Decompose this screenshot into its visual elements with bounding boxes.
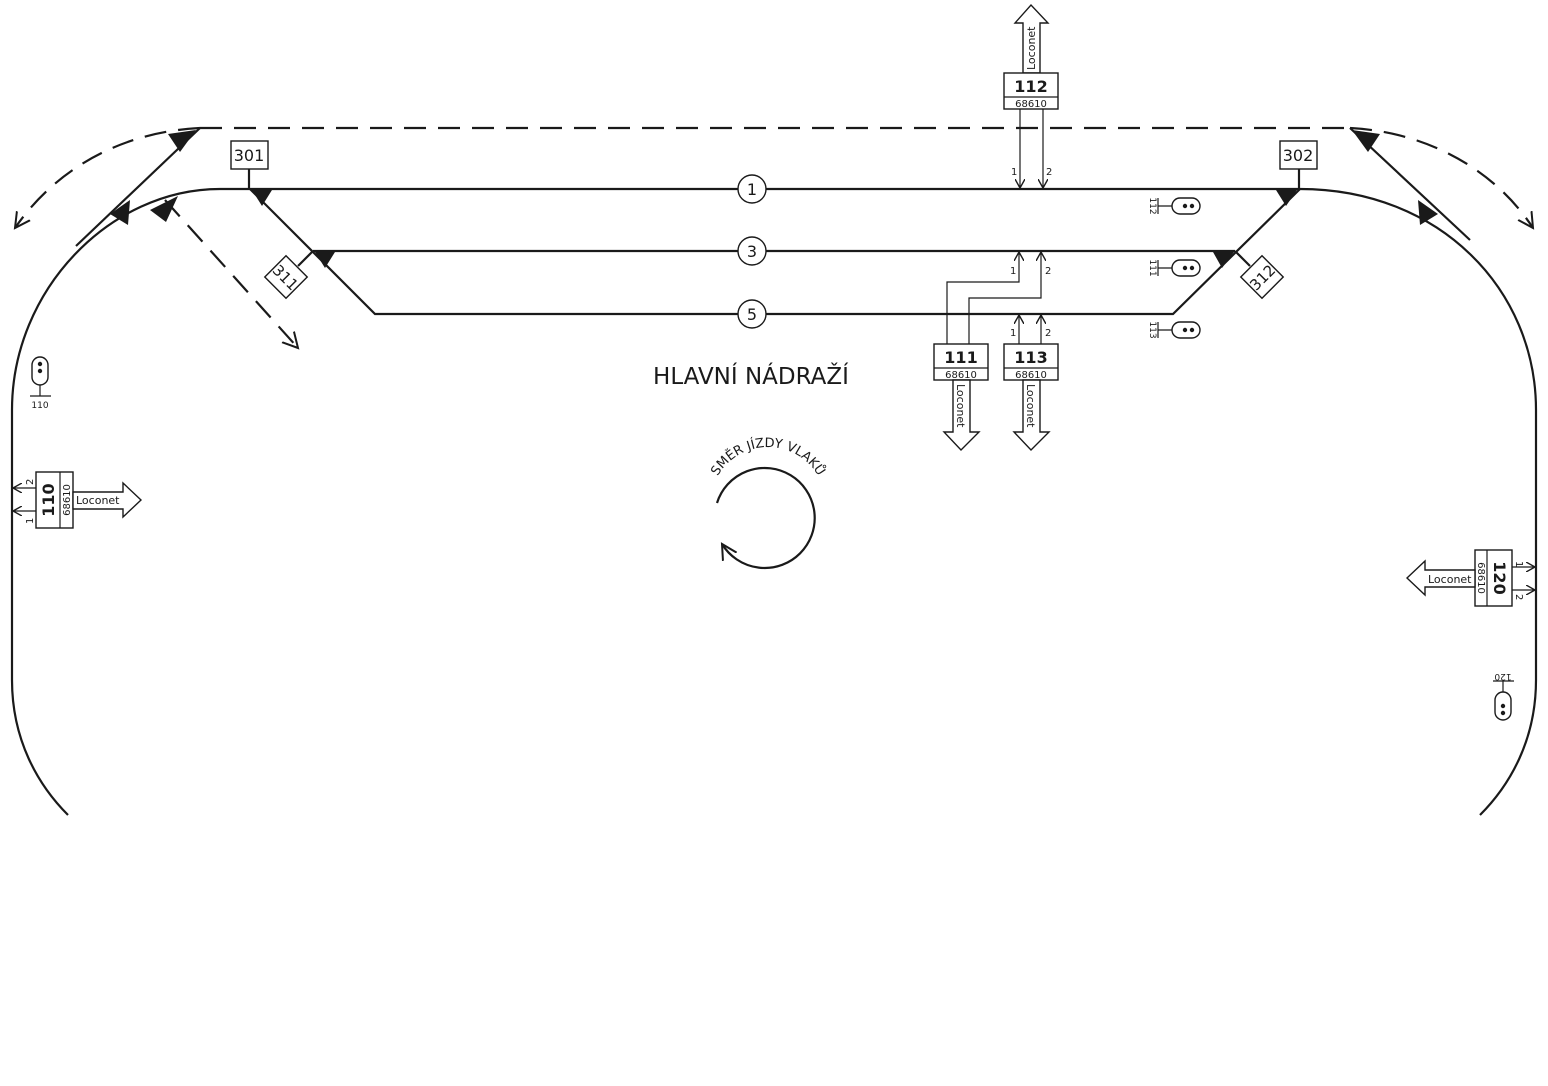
module-120: 1 2 120 68610 Loconet bbox=[1405, 549, 1535, 607]
svg-text:113: 113 bbox=[1014, 348, 1047, 367]
module-112: Loconet 112 68610 1 2 bbox=[1003, 3, 1059, 188]
module-110: 2 1 110 68610 Loconet bbox=[13, 471, 143, 529]
svg-text:120: 120 bbox=[1490, 561, 1509, 594]
signal-113: 113 bbox=[1147, 321, 1201, 339]
section-302: 302 bbox=[1279, 140, 1318, 189]
svg-text:Loconet: Loconet bbox=[1024, 384, 1037, 428]
svg-text:2: 2 bbox=[1045, 328, 1051, 339]
svg-text:120: 120 bbox=[1494, 671, 1511, 681]
svg-text:Loconet: Loconet bbox=[954, 384, 967, 428]
track-label-1: 1 bbox=[737, 174, 767, 204]
direction-indicator: SMĚR JÍZDY VLAKŮ bbox=[708, 436, 828, 570]
section-312: 312 bbox=[1234, 250, 1285, 300]
main-loop-track-left bbox=[10, 187, 250, 816]
svg-text:68610: 68610 bbox=[62, 484, 73, 516]
signal-110: 110 bbox=[30, 356, 51, 411]
svg-text:112: 112 bbox=[1147, 197, 1157, 214]
svg-text:1: 1 bbox=[747, 180, 757, 199]
svg-text:302: 302 bbox=[1283, 146, 1314, 165]
svg-text:1: 1 bbox=[1010, 328, 1016, 339]
svg-text:2: 2 bbox=[1045, 266, 1051, 277]
station-title: HLAVNÍ NÁDRAŽÍ bbox=[653, 362, 849, 390]
svg-text:Loconet: Loconet bbox=[76, 494, 120, 507]
svg-text:1: 1 bbox=[1011, 167, 1017, 178]
track-label-5: 5 bbox=[737, 299, 767, 329]
svg-text:110: 110 bbox=[31, 401, 48, 411]
module-113: 1 2 113 68610 Loconet bbox=[1003, 315, 1059, 452]
svg-text:2: 2 bbox=[25, 479, 36, 485]
svg-text:68610: 68610 bbox=[1015, 99, 1047, 110]
svg-text:5: 5 bbox=[747, 305, 757, 324]
svg-text:3: 3 bbox=[747, 242, 757, 261]
svg-text:68610: 68610 bbox=[1475, 562, 1486, 594]
signal-112: 112 bbox=[1147, 197, 1201, 215]
section-301: 301 bbox=[230, 140, 269, 189]
svg-text:110: 110 bbox=[39, 483, 58, 516]
svg-text:111: 111 bbox=[944, 348, 977, 367]
svg-text:68610: 68610 bbox=[945, 370, 977, 381]
svg-text:Loconet: Loconet bbox=[1428, 573, 1472, 586]
section-311: 311 bbox=[263, 250, 314, 300]
signal-120: 120 bbox=[1493, 671, 1514, 721]
signal-111: 111 bbox=[1147, 259, 1201, 277]
svg-text:2: 2 bbox=[1513, 594, 1524, 600]
svg-text:111: 111 bbox=[1147, 259, 1157, 276]
track-label-3: 3 bbox=[737, 236, 767, 266]
switch-markers bbox=[110, 130, 1438, 268]
svg-text:1: 1 bbox=[1010, 266, 1016, 277]
svg-text:2: 2 bbox=[1046, 167, 1052, 178]
svg-text:Loconet: Loconet bbox=[1025, 26, 1038, 70]
dashed-branch-right bbox=[1349, 126, 1533, 228]
main-loop-track bbox=[250, 187, 1538, 816]
svg-text:1: 1 bbox=[1513, 561, 1524, 567]
svg-text:301: 301 bbox=[234, 146, 265, 165]
svg-text:113: 113 bbox=[1147, 321, 1157, 338]
svg-text:68610: 68610 bbox=[1015, 370, 1047, 381]
svg-text:1: 1 bbox=[25, 518, 36, 524]
module-111: 1 2 111 68610 Loconet bbox=[933, 252, 1051, 452]
svg-text:112: 112 bbox=[1014, 77, 1047, 96]
dashed-branch-left bbox=[15, 126, 201, 228]
direction-label: SMĚR JÍZDY VLAKŮ bbox=[708, 436, 828, 479]
